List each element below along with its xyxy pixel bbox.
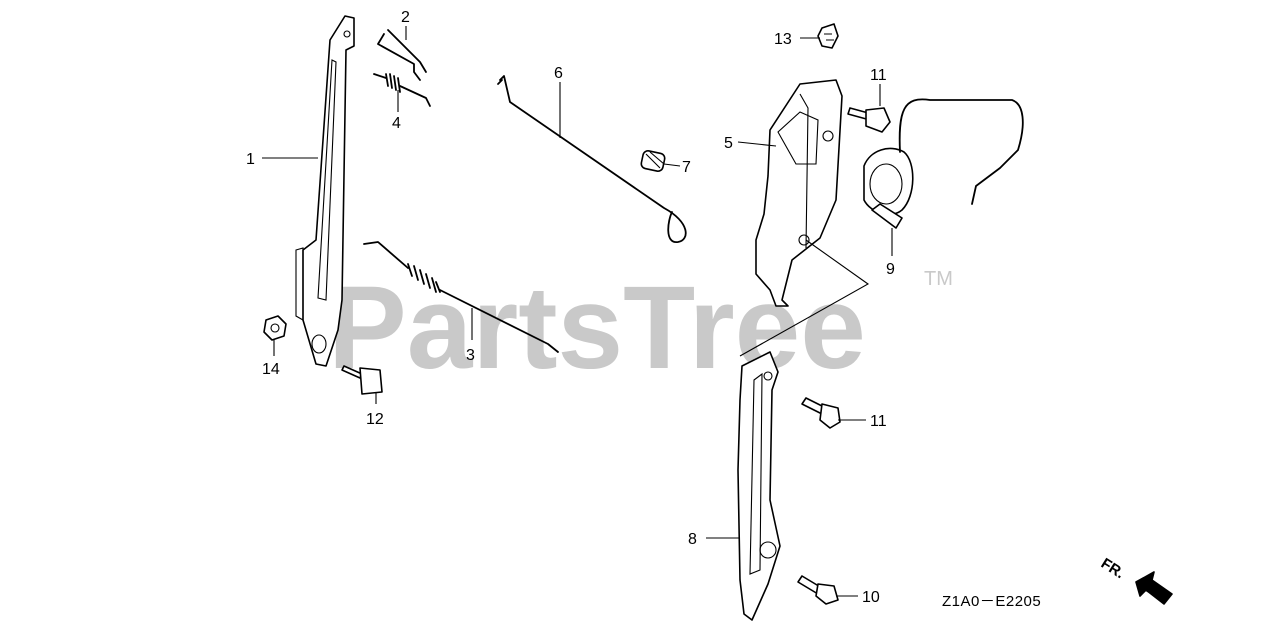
assembly-leader [739,239,870,357]
direction-label: FR. [1098,555,1128,582]
part-9-stop-switch[interactable] [863,98,1024,229]
part-12-knob-pin[interactable] [341,365,383,395]
part-3-rod-spring[interactable] [363,241,559,353]
part-13-clip[interactable] [817,23,839,49]
part-11-upper-bolt[interactable] [847,107,891,133]
part-6-choke-rod[interactable] [497,75,687,243]
callout-8: 8 [688,531,697,548]
part-11-lower-bolt[interactable] [801,397,841,429]
callout-11-upper: 11 [870,67,887,84]
front-direction-arrow: FR. [1098,555,1173,605]
callout-4: 4 [392,115,401,132]
callout-14: 14 [262,361,280,378]
callout-leaders [262,26,893,597]
callout-12: 12 [366,411,384,428]
watermark: PartsTree TM [328,262,953,394]
part-1-lever[interactable] [295,15,355,367]
watermark-trademark: TM [924,268,953,290]
part-8-control-cover[interactable] [737,351,781,621]
part-14-nut[interactable] [263,315,287,341]
callout-10: 10 [862,589,880,606]
part-5-control-base[interactable] [755,79,843,307]
part-10-bolt[interactable] [797,575,839,605]
callout-11-lower: 11 [870,413,887,430]
callout-6: 6 [554,65,563,82]
callout-13: 13 [774,31,792,48]
callout-2: 2 [401,9,410,26]
callouts: 1 2 3 4 5 6 7 8 9 10 11 11 12 13 14 [246,9,895,606]
callout-3: 3 [466,347,475,364]
callout-7: 7 [682,159,691,176]
callout-5: 5 [724,135,733,152]
part-7-collar[interactable] [640,150,666,172]
part-2-spring-clip[interactable] [377,29,427,81]
diagram-code: Z1A0－E2205 [942,593,1041,610]
callout-9: 9 [886,261,895,278]
part-4-coil-spring[interactable] [373,73,431,107]
callout-1: 1 [246,151,255,168]
